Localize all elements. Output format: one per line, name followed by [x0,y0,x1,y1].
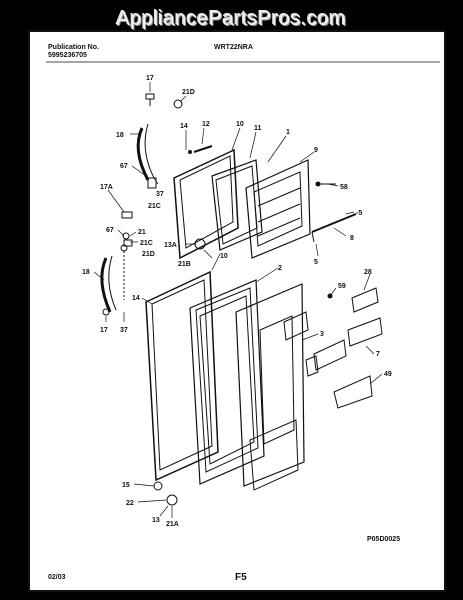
callout-10-lower: 10 [220,253,228,260]
fresh-food-door-handle [100,255,117,313]
callout-58: 58 [340,184,348,191]
callout-21c: 21C [148,203,161,210]
callout-18: 18 [116,132,124,139]
callout-21b: 21B [178,261,191,268]
callout-labels: 17 21D 12 10 11 1 18 14 9 67 37 21C 58 1… [82,75,392,528]
fresh-food-door-gasket [189,279,265,485]
door-shelves [305,287,383,409]
callout-1: 1 [286,129,290,136]
callout-67-lower: 67 [106,227,114,234]
callout-15: 15 [122,482,130,489]
callout-5: -5 [356,210,362,217]
callout-49: 49 [384,371,392,378]
callout-14-lower: 14 [132,295,140,302]
footer-date: 02/03 [48,574,66,581]
callout-13: 13 [152,517,160,524]
fresh-food-door-liner [235,283,309,491]
callout-14: 14 [180,123,188,130]
footer-page: F5 [235,572,247,583]
callout-10: 10 [236,121,244,128]
callout-2: 2 [278,265,282,272]
callout-17-lower: 17 [100,327,108,334]
callout-21d: 21D [182,89,195,96]
callout-17: 17 [146,75,154,82]
callout-11: 11 [254,125,262,132]
callout-9: 9 [314,147,318,154]
drawing-code: P05D0025 [367,536,401,543]
callout-28: 28 [364,269,372,276]
callout-67: 67 [120,163,128,170]
callout-21c-lower: 21C [140,240,153,247]
callout-leaders [93,82,383,518]
callout-12: 12 [202,121,210,128]
freezer-door-handle [136,123,155,181]
freezer-shelf-rail [311,213,357,243]
callout-3: 3 [320,331,324,338]
freezer-door-outer [173,148,239,260]
callout-8: 8 [350,235,354,242]
watermark-text: AppliancePartsPros.com [116,8,347,30]
freezer-door-hardware [121,93,336,250]
callout-21d-lower: 21D [142,251,155,258]
callout-37-lower: 37 [120,327,128,334]
callout-22: 22 [126,500,134,507]
model-number: WRT22NRA [214,44,253,51]
fresh-food-door-outer [145,270,219,482]
callout-5-lower: 5 [314,259,318,266]
publication-label: Publication No. [48,44,99,51]
callout-21: 21 [138,229,146,236]
freezer-door-liner [245,159,311,259]
callout-7: 7 [376,351,380,358]
callout-18-lower: 18 [82,269,90,276]
callout-13a: 13A [164,242,177,249]
callout-37: 37 [156,191,164,198]
callout-17a: 17A [100,184,113,191]
callout-21a: 21A [166,521,179,528]
publication-number: 5995236705 [48,52,87,59]
callout-59: 59 [338,283,346,290]
